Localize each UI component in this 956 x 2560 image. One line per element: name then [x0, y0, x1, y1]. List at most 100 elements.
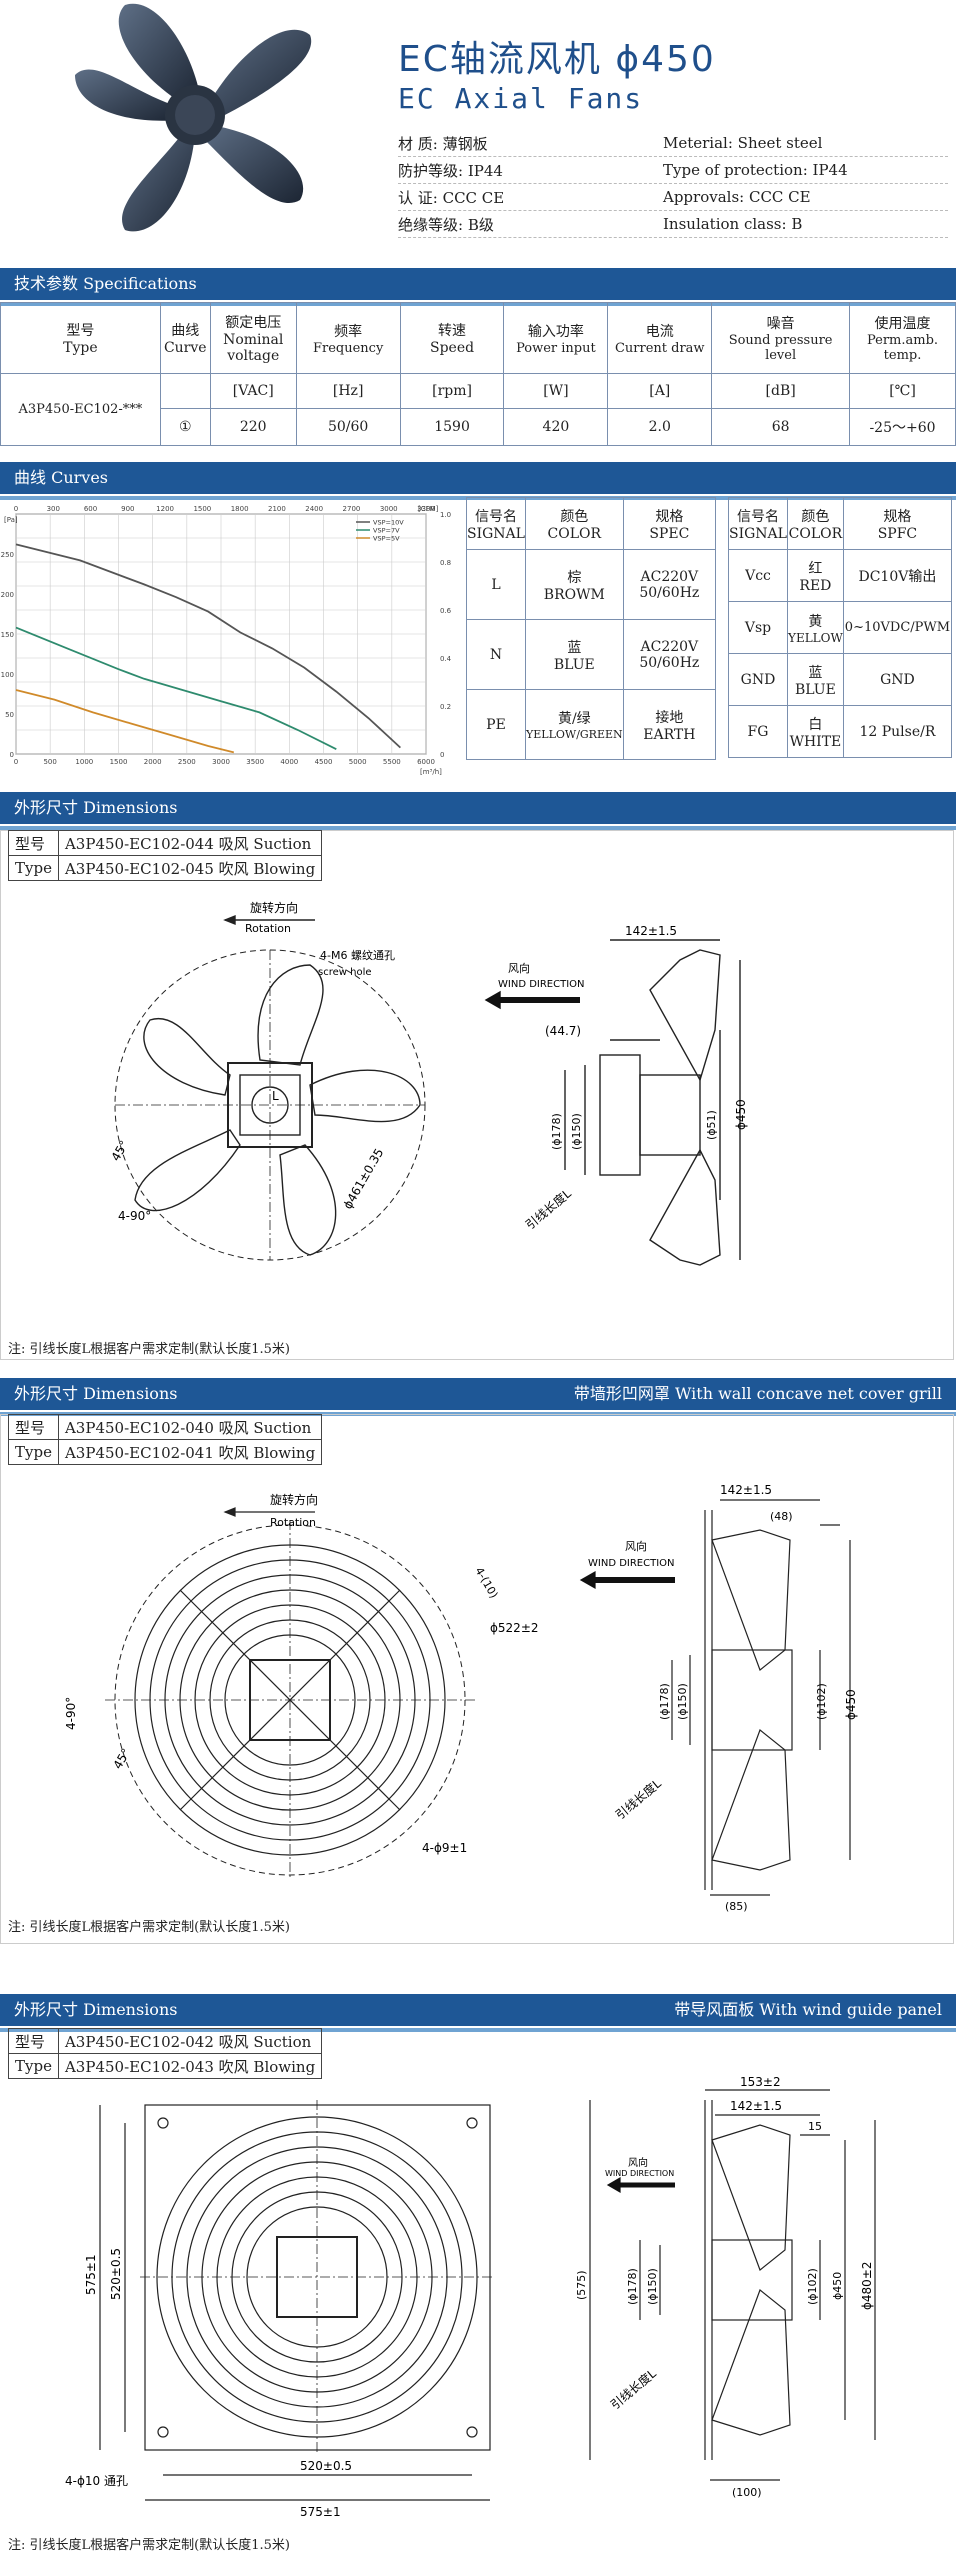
- title-en: EC Axial Fans: [398, 82, 644, 115]
- screw-hole-label-en: screw hole: [318, 967, 372, 978]
- dim1-drawing: 旋转方向 Rotation 4-M6 螺纹通孔 screw hole L 45°…: [108, 900, 748, 1266]
- chart-legend-label: VSP=10V: [373, 519, 404, 527]
- spec-value-cell: 2.0: [607, 408, 713, 446]
- property-left: 防护等级: IP44: [398, 161, 503, 180]
- chart-y-right-tick-label: 0.8: [440, 559, 451, 567]
- spec-unit-cell: [℃]: [849, 373, 956, 409]
- dim-142: 142±1.5: [730, 2099, 782, 2113]
- dim-150: (ϕ150): [676, 1683, 689, 1720]
- wind-label-cn: 风向: [508, 961, 530, 975]
- dim-10: 4-(10): [472, 1565, 500, 1601]
- chart-x-tick-label: 1500: [110, 758, 128, 766]
- dim-150: (ϕ150): [570, 1113, 583, 1150]
- chart-y-axis-label: [Pa]: [4, 516, 18, 524]
- property-left: 认 证: CCC CE: [398, 188, 505, 207]
- chart-x-tick-label: 2500: [178, 758, 196, 766]
- dim3-front-view: [99, 2100, 495, 2501]
- dim-150: (ϕ150): [646, 2268, 659, 2305]
- spec-value-cell: 220: [209, 408, 297, 446]
- rotation-label-en: Rotation: [270, 1516, 316, 1529]
- chart-x-top-tick-label: 1500: [193, 505, 211, 513]
- chart-x-top-tick-label: 600: [84, 505, 97, 513]
- dim-480: ϕ480±2: [860, 2261, 874, 2310]
- property-right: Approvals: CCC CE: [663, 188, 811, 206]
- chart-x-top-tick-label: 2700: [343, 505, 361, 513]
- lead-length-label: 引线长度L: [607, 2365, 659, 2412]
- chart-x-tick-label: 2000: [144, 758, 162, 766]
- chart-y-tick-label: 200: [1, 591, 14, 599]
- chart-x-tick-label: 500: [43, 758, 56, 766]
- chart-x-top-tick-label: 300: [47, 505, 60, 513]
- dim2-section-subtitle: 带墙形凹网罩 With wall concave net cover grill: [573, 1384, 942, 1403]
- spec-curve-cell: ①: [159, 408, 211, 446]
- dim-48: (48): [770, 1510, 793, 1523]
- dim-142: 142±1.5: [625, 924, 677, 938]
- spec-value-row: ① 220 50/60 1590 420 2.0 68 -25～+60: [1, 408, 956, 446]
- rotation-label-cn: 旋转方向: [250, 900, 298, 915]
- dim-575-vertical: 575±1: [84, 2254, 98, 2295]
- dim2-panel: [0, 1414, 954, 1944]
- wind-label-en: WIND DIRECTION: [605, 2169, 674, 2178]
- property-left: 材 质: 薄钢板: [398, 134, 488, 153]
- chart-series-line: [15, 543, 401, 749]
- rotation-label-en: Rotation: [245, 922, 291, 935]
- chart-x-top-tick-label: 2100: [268, 505, 286, 513]
- bar-stripe: [0, 2028, 956, 2032]
- spec-value-cell: 420: [503, 408, 609, 446]
- wind-label-cn: 风向: [625, 1539, 647, 1553]
- spec-type-cell: A3P450-EC102-***: [0, 373, 161, 446]
- dim1-side-view: [484, 939, 741, 1266]
- chart-y-tick-label: 250: [1, 551, 14, 559]
- angle-45: 45°: [110, 1746, 133, 1771]
- chart-x-tick-label: 4500: [315, 758, 333, 766]
- dim1-section-title: 外形尺寸 Dimensions: [14, 798, 178, 817]
- dim-520-vertical: 520±0.5: [109, 2248, 123, 2300]
- dim-520-horizontal: 520±0.5: [300, 2459, 352, 2473]
- dim-51: (ϕ51): [705, 1110, 718, 1140]
- dim3-side-view: [589, 2089, 876, 2481]
- chart-y-tick-label: 0: [10, 751, 14, 759]
- dim-575-paren: (575): [575, 2270, 588, 2300]
- dim2-section-title: 外形尺寸 Dimensions: [14, 1384, 178, 1403]
- dim2-drawing: 旋转方向 Rotation 4-(10) ϕ522±2 4-90° 45° 4-…: [64, 1483, 858, 1913]
- dim-44-7: (44.7): [545, 1024, 581, 1038]
- chart-x-top-tick-label: 3000: [380, 505, 398, 513]
- dim3-section-bar: 外形尺寸 Dimensions 带导风面板 With wind guide pa…: [0, 1994, 956, 2032]
- title-cn: EC轴流风机 ϕ450: [398, 39, 716, 80]
- spec-unit-cell: [rpm]: [399, 373, 505, 409]
- chart-x-tick-label: 4000: [280, 758, 298, 766]
- dim3-section-title: 外形尺寸 Dimensions: [14, 2000, 178, 2019]
- spec-section-title: 技术参数 Specifications: [14, 274, 197, 293]
- lead-mark: L: [272, 1089, 279, 1103]
- chart-y-right-tick-label: 0.6: [440, 607, 452, 615]
- chart-series-line: [15, 689, 235, 754]
- dim-102: (ϕ102): [806, 2268, 819, 2305]
- spec-section-bar: 技术参数 Specifications: [0, 268, 956, 306]
- dim2-note: 注: 引线长度L根据客户需求定制(默认长度1.5米): [8, 1920, 290, 1935]
- screw-hole-label: 4-M6 螺纹通孔: [320, 948, 395, 962]
- property-row: 认 证: CCC CE Approvals: CCC CE: [398, 184, 948, 211]
- dim2-side-view: [579, 1499, 851, 1896]
- wind-label-en: WIND DIRECTION: [498, 979, 585, 990]
- chart-x-top-tick-label: 2400: [305, 505, 323, 513]
- chart-y-right-tick-label: 0.2: [440, 703, 451, 711]
- chart-y-right-tick-label: 1.0: [440, 511, 451, 519]
- dim1-section-bar: 外形尺寸 Dimensions: [0, 792, 956, 830]
- dim3-drawing: 575±1 520±0.5 520±0.5 575±1 4-ϕ10 通孔 风向 …: [65, 2075, 876, 2519]
